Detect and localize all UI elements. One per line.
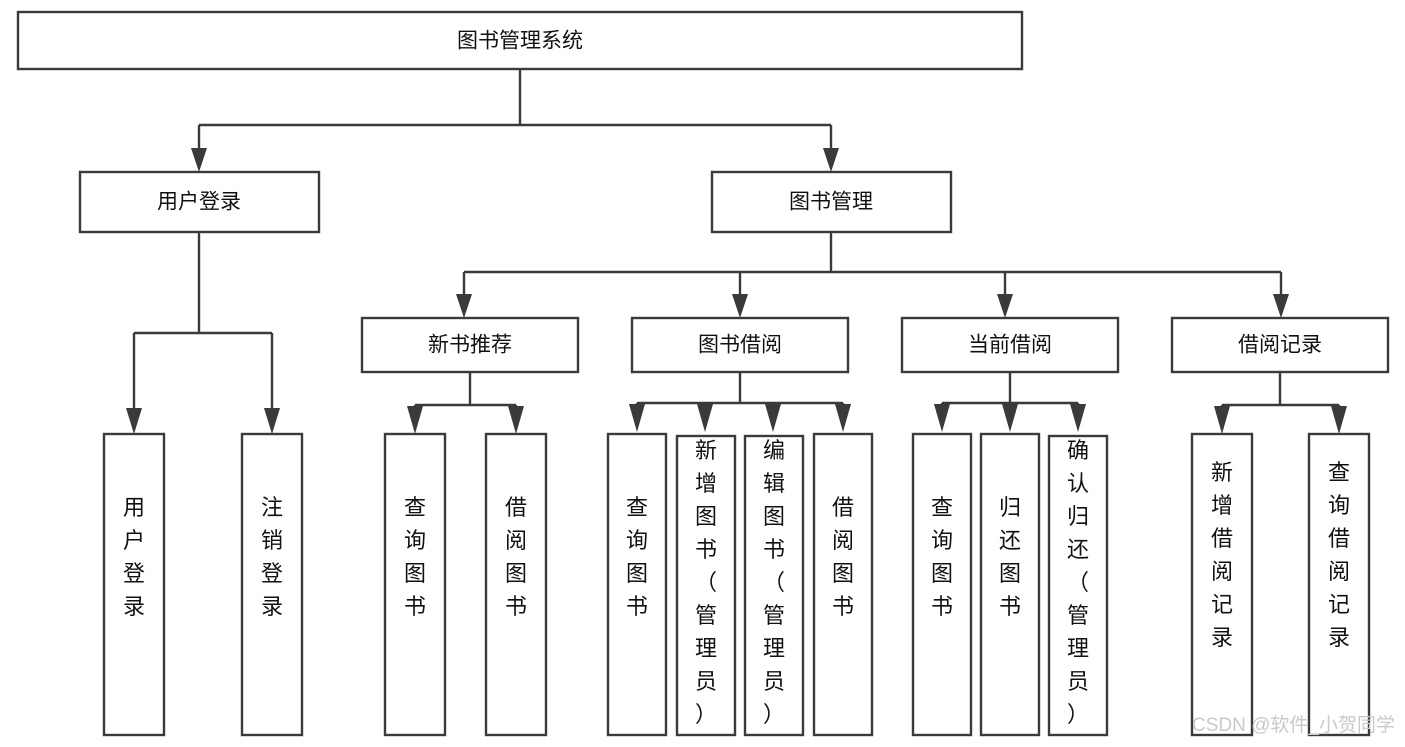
- arrowhead-book-borrow: [732, 294, 748, 318]
- node-leaf-add-book-box[interactable]: [675, 434, 737, 737]
- node-leaf-add-book-label: 新增图书（管理员）: [695, 438, 717, 727]
- arrowhead-leaf-confirm-return: [1070, 404, 1086, 432]
- node-leaf-add-record[interactable]: 新增借阅记录: [1190, 432, 1254, 737]
- node-leaf-query-record-label: 查询借阅记录: [1328, 460, 1350, 650]
- node-user-login[interactable]: 用户登录: [78, 170, 321, 234]
- node-book-management-label: 图书管理: [789, 191, 873, 214]
- node-leaf-user-login[interactable]: 用户登录: [102, 432, 166, 737]
- node-leaf-add-record-box[interactable]: [1190, 432, 1254, 737]
- arrowhead-new-book-recommend: [456, 294, 472, 318]
- node-leaf-query-record-box[interactable]: [1307, 432, 1371, 737]
- node-leaf-add-book[interactable]: 新增图书（管理员）: [675, 434, 737, 737]
- node-leaf-query-record[interactable]: 查询借阅记录: [1307, 432, 1371, 737]
- node-new-book-recommend[interactable]: 新书推荐: [360, 316, 580, 374]
- node-root-box[interactable]: [16, 10, 1024, 71]
- node-leaf-borrow-book-2-box[interactable]: [812, 432, 874, 737]
- node-current-borrow[interactable]: 当前借阅: [900, 316, 1120, 374]
- node-leaf-edit-book-box[interactable]: [743, 434, 805, 737]
- node-current-borrow-box[interactable]: [900, 316, 1120, 374]
- node-borrow-record-label: 借阅记录: [1238, 334, 1322, 357]
- node-leaf-query-book-3-box[interactable]: [911, 432, 973, 737]
- node-root[interactable]: 图书管理系统: [16, 10, 1024, 71]
- node-leaf-add-record-label: 新增借阅记录: [1211, 460, 1233, 650]
- arrowhead-leaf-borrow-book-2: [835, 404, 851, 432]
- node-book-management[interactable]: 图书管理: [710, 170, 953, 234]
- arrowhead-user-login: [191, 148, 207, 172]
- arrowhead-leaf-add-record: [1214, 406, 1230, 434]
- node-borrow-record[interactable]: 借阅记录: [1170, 316, 1390, 374]
- node-leaf-confirm-return-box[interactable]: [1047, 434, 1109, 737]
- arrowhead-leaf-borrow-book-1: [508, 406, 524, 434]
- node-leaf-query-book-3-label: 查询图书: [931, 495, 953, 619]
- node-leaf-edit-book-label: 编辑图书（管理员）: [763, 438, 785, 727]
- node-user-login-box[interactable]: [78, 170, 321, 234]
- arrowhead-leaf-query-book-1: [407, 406, 423, 434]
- arrowhead-current-borrow: [997, 294, 1013, 318]
- node-leaf-edit-book[interactable]: 编辑图书（管理员）: [743, 434, 805, 737]
- arrowhead-leaf-add-book: [697, 404, 713, 432]
- node-leaf-query-book-2-box[interactable]: [606, 432, 668, 737]
- node-leaf-query-book-2-label: 查询图书: [626, 495, 648, 619]
- arrowhead-leaf-edit-book: [765, 404, 781, 432]
- node-leaf-user-login-label: 用户登录: [123, 495, 145, 619]
- node-leaf-borrow-book-1[interactable]: 借阅图书: [484, 432, 548, 737]
- node-book-borrow-label: 图书借阅: [698, 334, 782, 357]
- node-leaf-query-book-2[interactable]: 查询图书: [606, 432, 668, 737]
- arrowhead-leaf-query-record: [1331, 406, 1347, 434]
- node-leaf-logout-login[interactable]: 注销登录: [240, 432, 304, 737]
- node-leaf-query-book-1-label: 查询图书: [404, 495, 426, 619]
- arrowhead-leaf-user-login: [126, 408, 142, 434]
- node-leaf-query-book-1-box[interactable]: [383, 432, 447, 737]
- node-leaf-borrow-book-1-label: 借阅图书: [505, 495, 527, 619]
- node-user-login-label: 用户登录: [157, 191, 241, 214]
- node-book-borrow-box[interactable]: [630, 316, 850, 374]
- node-book-borrow[interactable]: 图书借阅: [630, 316, 850, 374]
- csdn-watermark: CSDN @软件_小贺同学: [1192, 714, 1395, 736]
- connector-layer: [126, 69, 1347, 434]
- node-borrow-record-box[interactable]: [1170, 316, 1390, 374]
- node-leaf-return-book[interactable]: 归还图书: [979, 432, 1041, 737]
- node-leaf-logout-login-box[interactable]: [240, 432, 304, 737]
- node-leaf-return-book-box[interactable]: [979, 432, 1041, 737]
- node-leaf-borrow-book-2[interactable]: 借阅图书: [812, 432, 874, 737]
- node-current-borrow-label: 当前借阅: [968, 334, 1052, 357]
- arrowhead-leaf-query-book-2: [629, 404, 645, 432]
- node-leaf-query-book-3[interactable]: 查询图书: [911, 432, 973, 737]
- arrowhead-leaf-return-book: [1002, 404, 1018, 432]
- node-book-management-box[interactable]: [710, 170, 953, 234]
- node-leaf-user-login-box[interactable]: [102, 432, 166, 737]
- arrowhead-leaf-logout-login: [264, 408, 280, 434]
- node-leaf-borrow-book-2-label: 借阅图书: [832, 495, 854, 619]
- node-new-book-recommend-box[interactable]: [360, 316, 580, 374]
- arrowhead-leaf-query-book-3: [934, 404, 950, 432]
- node-new-book-recommend-label: 新书推荐: [428, 334, 512, 357]
- node-leaf-confirm-return[interactable]: 确认归还（管理员）: [1047, 434, 1109, 737]
- node-leaf-confirm-return-label: 确认归还（管理员）: [1067, 438, 1089, 727]
- node-root-label: 图书管理系统: [457, 30, 583, 53]
- node-leaf-borrow-book-1-box[interactable]: [484, 432, 548, 737]
- node-leaf-return-book-label: 归还图书: [999, 495, 1021, 619]
- arrowhead-book-management: [823, 148, 839, 172]
- arrowhead-borrow-record: [1273, 294, 1289, 318]
- node-leaf-logout-login-label: 注销登录: [261, 495, 283, 619]
- node-leaf-query-book-1[interactable]: 查询图书: [383, 432, 447, 737]
